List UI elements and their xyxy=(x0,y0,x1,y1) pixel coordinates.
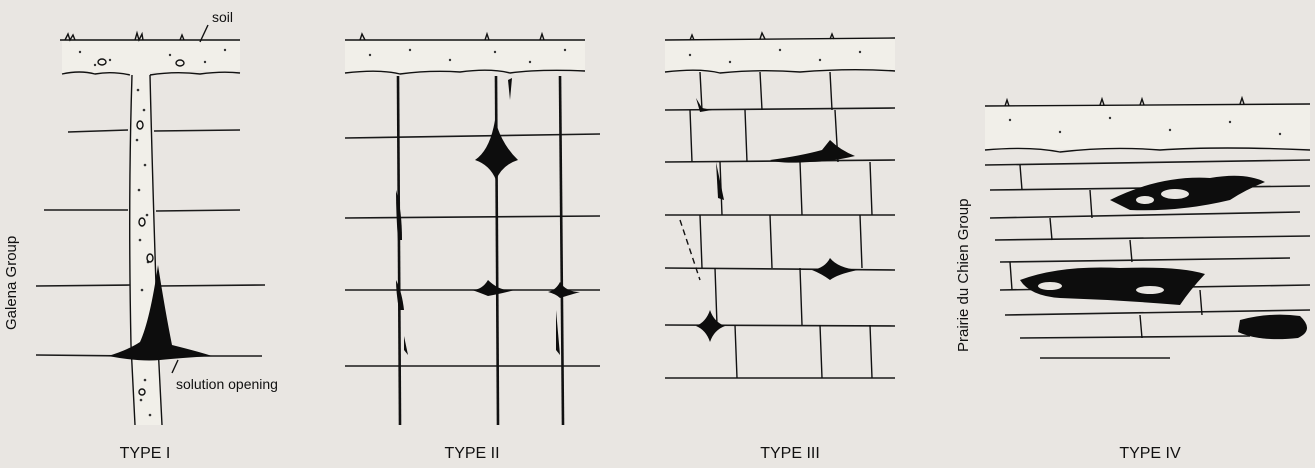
prairie-du-chien-group-label: Prairie du Chien Group xyxy=(955,199,972,352)
solution-opening-label: solution opening xyxy=(176,376,278,392)
panel-type-3: TYPE III xyxy=(665,33,895,462)
panel-type-1: soil solution opening Galena Group TYPE … xyxy=(3,9,278,462)
type-3-title: TYPE III xyxy=(760,445,820,462)
type-1-title: TYPE I xyxy=(120,445,171,462)
soil-label: soil xyxy=(212,9,233,25)
panel-type-2: TYPE II xyxy=(345,34,600,462)
solution-opening-mark xyxy=(108,265,212,361)
galena-group-label: Galena Group xyxy=(3,236,20,330)
panel-type-4: Prairie du Chien Group TYPE IV xyxy=(955,98,1310,462)
type-2-title: TYPE II xyxy=(444,445,499,462)
type-4-title: TYPE IV xyxy=(1119,445,1181,462)
